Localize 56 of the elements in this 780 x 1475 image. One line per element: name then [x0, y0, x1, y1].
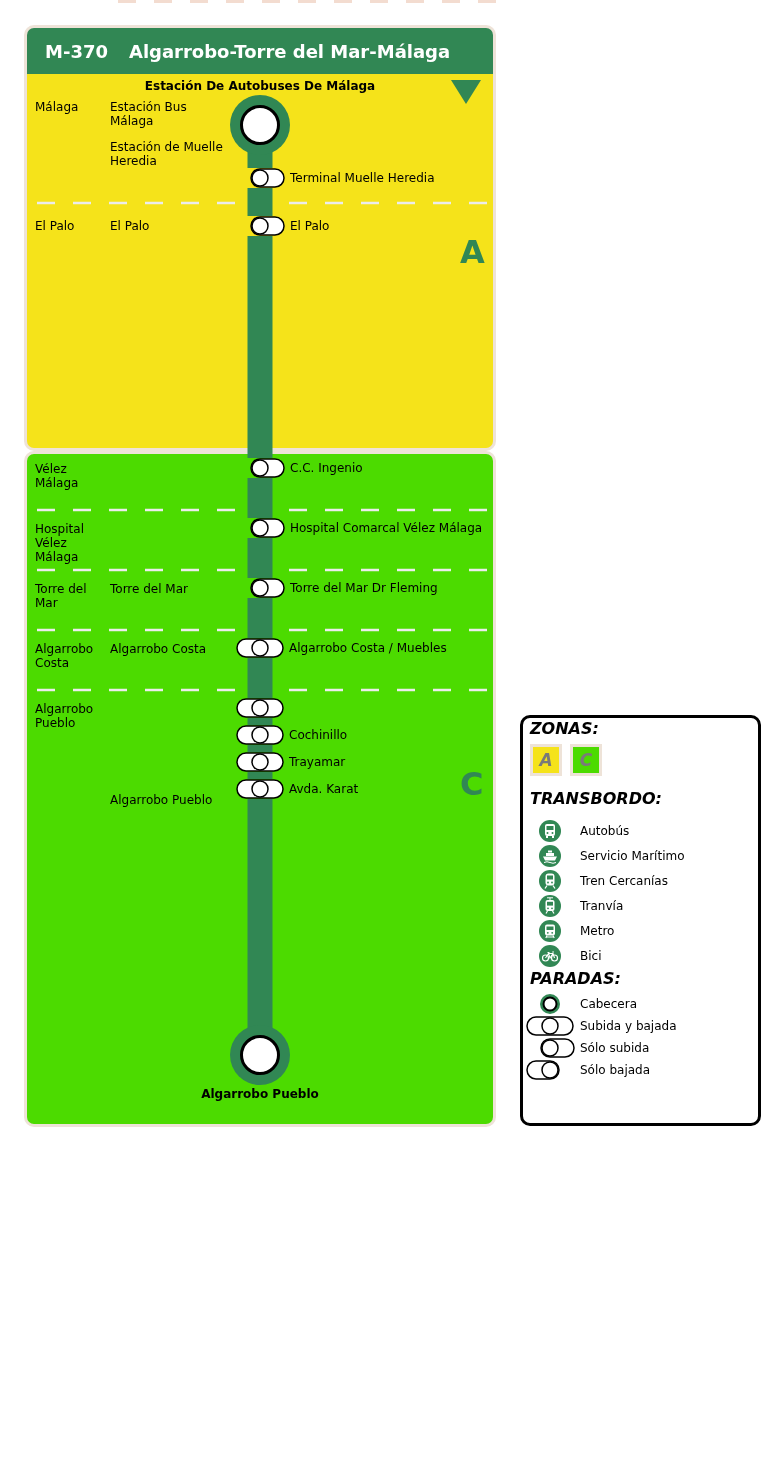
stop-name: Torre del Mar Dr Fleming — [290, 581, 438, 595]
stop-name: Algarrobo Costa / Muebles — [289, 641, 447, 655]
route-line — [247, 745, 273, 752]
route-line — [247, 799, 273, 1021]
legend-label: Servicio Marítimo — [580, 849, 685, 863]
route-title: Algarrobo-Torre del Mar-Málaga — [128, 40, 451, 63]
legend-label: Tren Cercanías — [580, 874, 668, 888]
legend-label: Autobús — [580, 824, 630, 838]
legend-heading: TRANSBORDO: — [530, 789, 662, 809]
area-name: Estación de Muelle Heredia — [110, 140, 224, 168]
stop-name: Hospital Comarcal Vélez Málaga — [290, 521, 483, 535]
zone-letter: A — [460, 235, 485, 269]
area-name: Algarrobo Costa — [110, 642, 207, 656]
stop-name: Avda. Karat — [289, 782, 359, 796]
zone-band — [24, 451, 496, 1127]
town-name: Hospital Vélez Málaga — [35, 522, 85, 564]
route-line — [247, 478, 273, 518]
town-name: Algarrobo Pueblo — [35, 702, 95, 730]
area-name: Algarrobo Pueblo — [110, 793, 213, 807]
route-line — [247, 236, 273, 458]
town-name: El Palo — [35, 219, 75, 233]
town-name: Málaga — [35, 100, 79, 114]
legend-label: Cabecera — [580, 997, 637, 1011]
legend-label: Subida y bajada — [580, 1019, 677, 1033]
swatch-label: A — [539, 750, 553, 770]
stop-name: Trayamar — [289, 755, 346, 769]
route-line — [247, 718, 273, 725]
legend-label: Metro — [580, 924, 615, 938]
legend-label: Bici — [580, 949, 602, 963]
town-name: Torre del Mar — [35, 582, 88, 610]
zone-letter: C — [460, 767, 484, 801]
route-line — [247, 658, 273, 698]
swatch-label: C — [579, 750, 593, 770]
stop-name: Terminal Muelle Heredia — [290, 171, 435, 185]
legend-heading: PARADAS: — [530, 969, 621, 989]
legend-label: Sólo bajada — [580, 1063, 651, 1077]
stop-name: El Palo — [290, 219, 330, 233]
route-line — [247, 598, 273, 638]
area-name: El Palo — [110, 219, 150, 233]
legend-heading: ZONAS: — [530, 719, 599, 739]
route-line — [247, 188, 273, 216]
town-name: Vélez Málaga — [35, 462, 80, 490]
stop-name: C.C. Ingenio — [290, 461, 363, 475]
area-name: Torre del Mar — [110, 582, 188, 596]
zone-band — [24, 74, 496, 451]
route-line — [247, 538, 273, 578]
route-line — [247, 159, 273, 168]
route-line — [247, 772, 273, 779]
terminus-name: Algarrobo Pueblo — [201, 1087, 319, 1101]
route-number: M-370 — [45, 40, 108, 63]
terminus-name: Estación De Autobuses De Málaga — [144, 79, 376, 93]
stop-name: Cochinillo — [289, 728, 348, 742]
legend-label: Sólo subida — [580, 1041, 650, 1055]
town-name: Algarrobo Costa — [35, 642, 95, 670]
area-name: Estación Bus Málaga — [110, 100, 188, 128]
legend-label: Tranvía — [580, 899, 624, 913]
